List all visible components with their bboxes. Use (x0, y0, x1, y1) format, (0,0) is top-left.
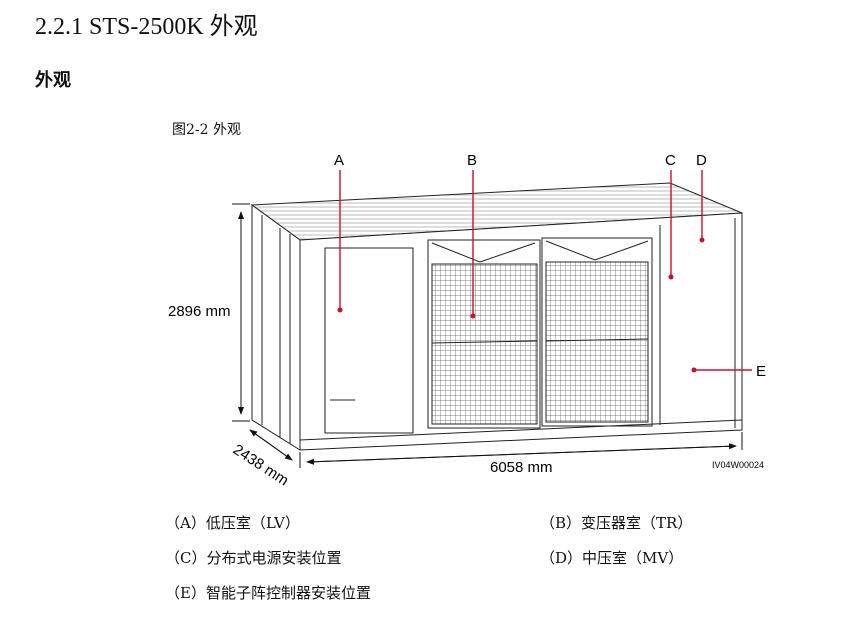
depth-label: 2438 mm (230, 441, 292, 489)
width-label: 6058 mm (490, 459, 553, 476)
height-label: 2896 mm (168, 303, 231, 320)
container-drawing: A B C D E 2896 mm 6058 mm 2438 mm IV04W0… (168, 152, 766, 489)
legend-item-e: （E）智能子阵控制器安装位置 (165, 584, 371, 602)
lv-door (324, 247, 414, 434)
subheading: 外观 (35, 70, 71, 91)
section-title: 2.2.1 STS-2500K 外观 (35, 14, 258, 40)
legend-item-d: （D）中压室（MV） (540, 549, 684, 567)
callout-b: B (467, 152, 477, 169)
leader-lines (337, 170, 752, 373)
legend-item-b: （B）变压器室（TR） (540, 514, 693, 532)
figure-caption: 图2-2 外观 (172, 122, 241, 138)
legend-item-c: （C）分布式电源安装位置 (165, 549, 342, 567)
callout-d: D (696, 152, 707, 169)
dimension-lines (232, 203, 743, 468)
legend-item-a: （A）低压室（LV） (165, 514, 300, 532)
callout-a: A (334, 152, 344, 169)
callout-c: C (665, 152, 676, 169)
figure-id: IV04W00024 (712, 460, 764, 470)
side-face (251, 204, 301, 451)
callout-e: E (756, 363, 766, 380)
container-body (250, 182, 743, 451)
